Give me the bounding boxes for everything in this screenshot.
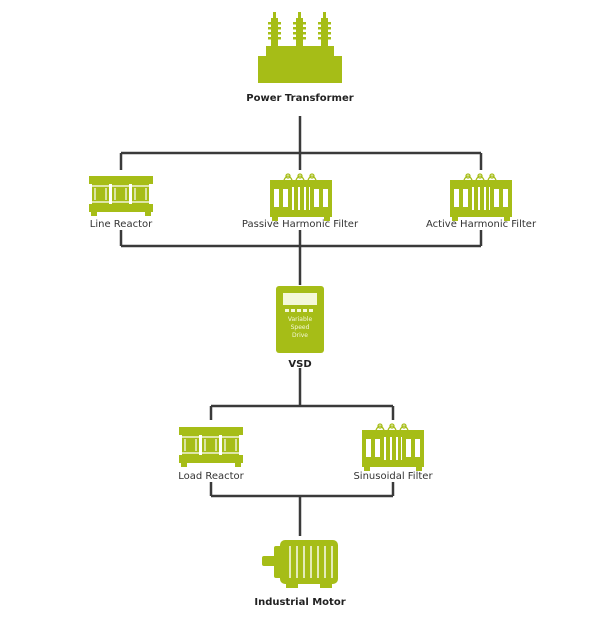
active-harmonic-filter-label: Active Harmonic Filter bbox=[425, 219, 537, 230]
variable-speed-drive-icon bbox=[276, 286, 324, 353]
active-harmonic-filter-icon bbox=[450, 173, 512, 221]
vsd-screen-text-3: Drive bbox=[292, 332, 308, 339]
passive-harmonic-filter-label: Passive Harmonic Filter bbox=[241, 219, 359, 230]
line-reactor-icon bbox=[89, 176, 153, 216]
load-reactor-icon bbox=[179, 427, 243, 467]
load-reactor-label: Load Reactor bbox=[178, 471, 244, 482]
industrial-motor-label: Industrial Motor bbox=[254, 597, 346, 608]
line-reactor-label: Line Reactor bbox=[89, 219, 153, 230]
connectors bbox=[119, 116, 483, 536]
passive-harmonic-filter-icon bbox=[270, 173, 332, 221]
sinusoidal-filter-icon bbox=[362, 423, 424, 471]
motor-icon bbox=[262, 540, 338, 588]
vsd-screen-text-2: Speed bbox=[290, 324, 310, 331]
power-transformer-icon bbox=[258, 12, 342, 83]
vsd-label: VSD bbox=[288, 359, 312, 370]
sinusoidal-filter-label: Sinusoidal Filter bbox=[353, 471, 433, 482]
vsd-screen-text-1: Variable bbox=[287, 316, 313, 323]
power-transformer-label: Power Transformer bbox=[246, 93, 354, 104]
